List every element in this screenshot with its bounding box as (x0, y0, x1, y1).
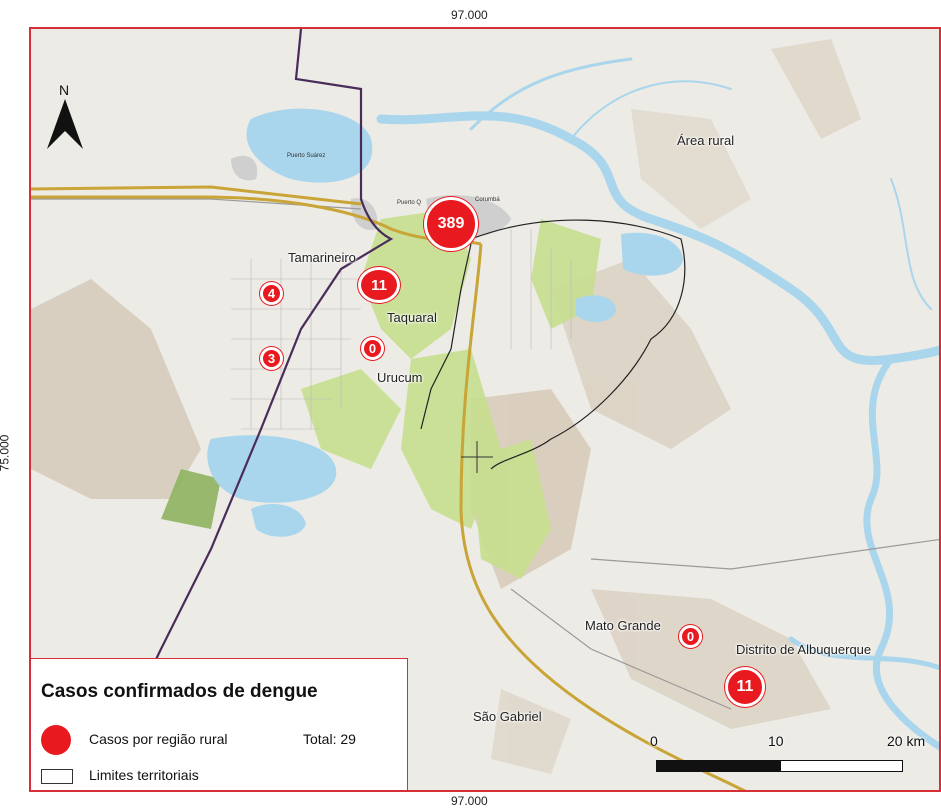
case-marker-tamarineiro[interactable]: 11 (358, 267, 400, 303)
scale-label-20: 20 km (887, 733, 926, 749)
place-puerto-quijarro: Puerto Q (397, 200, 422, 206)
north-label: N (59, 82, 69, 98)
case-marker-value: 0 (686, 629, 695, 644)
case-marker-value: 389 (437, 215, 465, 232)
coord-left: 75.000 (0, 434, 12, 472)
place-tamarineiro: Tamarineiro (288, 250, 356, 265)
scale-bar-white (780, 760, 903, 772)
place-sao-gabriel: São Gabriel (473, 709, 542, 724)
legend-title: Casos confirmados de dengue (41, 681, 318, 702)
case-marker-mato-grande[interactable]: 0 (679, 625, 702, 648)
street-grid (231, 229, 572, 430)
place-taquaral: Taquaral (387, 310, 437, 325)
place-puerto-suarez: Puerto Suárez (287, 153, 326, 159)
case-marker-west-south[interactable]: 3 (260, 347, 283, 370)
scale-label-10: 10 (768, 733, 784, 749)
legend: Casos confirmados de dengue Casos por re… (31, 658, 408, 790)
territorial-limits (420, 219, 686, 470)
place-mato-grande: Mato Grande (585, 618, 661, 633)
legend-limits-label: Limites territoriais (89, 767, 199, 783)
crosshair-icon (461, 441, 493, 473)
case-marker-west-north[interactable]: 4 (260, 282, 283, 305)
case-marker-value: 11 (371, 276, 387, 294)
rivers (376, 57, 939, 751)
legend-cases-label: Casos por região rural (89, 731, 228, 747)
case-marker-value: 11 (736, 678, 754, 695)
legend-case-symbol (41, 725, 71, 755)
water-bodies (207, 108, 683, 537)
place-urucum: Urucum (377, 370, 423, 385)
case-marker-value: 4 (267, 286, 276, 301)
case-marker-albuquerque[interactable]: 11 (725, 667, 765, 707)
coord-bottom: 97.000 (451, 794, 488, 808)
international-border (91, 29, 394, 790)
place-distrito-albuquerque: Distrito de Albuquerque (736, 642, 872, 657)
scale-label-0: 0 (650, 733, 658, 749)
scale-bar-black (656, 760, 782, 772)
case-marker-value: 0 (368, 341, 377, 356)
north-arrow-icon: N (47, 82, 83, 149)
map-frame[interactable]: N Área rural Tamarineiro Taquaral Urucum… (29, 27, 941, 792)
place-corumba: Corumbá (475, 197, 500, 203)
coord-top: 97.000 (451, 8, 488, 22)
legend-limits-symbol (41, 769, 73, 784)
place-area-rural: Área rural (677, 133, 735, 148)
legend-total-label: Total: 29 (303, 731, 356, 747)
case-marker-value: 3 (267, 351, 276, 366)
case-marker-corumba[interactable]: 389 (424, 197, 478, 251)
hillshade (31, 39, 861, 774)
north-arrow: N (45, 81, 85, 156)
case-marker-urucum[interactable]: 0 (361, 337, 384, 360)
